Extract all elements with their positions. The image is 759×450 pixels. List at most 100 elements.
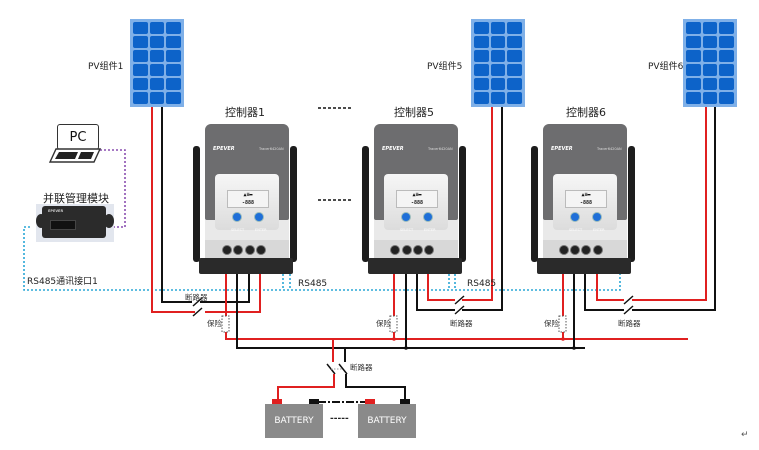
select-label: SELECT — [231, 228, 245, 232]
pv1-positive-wire — [151, 107, 195, 313]
battery-negative-wire — [345, 374, 406, 400]
pc-label: PC — [69, 129, 87, 145]
mount-rail — [531, 146, 538, 262]
mount-ear — [36, 214, 46, 228]
model-name: Tracer6420AN — [597, 147, 622, 151]
pv5-positive-wire — [462, 107, 493, 301]
lcd-line-2: -888 — [241, 200, 255, 206]
junction-dot — [404, 346, 408, 350]
lcd-display: ▲≡▬ -888 — [396, 190, 438, 208]
battery-2-positive-terminal — [365, 399, 375, 405]
terminal — [559, 245, 569, 255]
c6-breaker-1 — [623, 295, 634, 305]
module-display — [50, 220, 76, 230]
pv-module-6-label: PV组件6 — [648, 62, 684, 72]
model-name: Tracer6420AN — [259, 147, 284, 151]
mount-rail — [459, 146, 466, 262]
rs485-interface-label: RS485通讯接口1 — [27, 277, 98, 287]
terminal — [424, 245, 434, 255]
enter-label: ENTER — [593, 228, 605, 232]
select-label: SELECT — [400, 228, 414, 232]
battery-2: BATTERY — [358, 404, 416, 438]
lcd-line-1: ▲≡▬ — [412, 192, 422, 198]
controller-5-label: 控制器5 — [394, 106, 434, 119]
c1-breaker-1 — [192, 297, 203, 307]
module-brand: EPEVER — [48, 209, 64, 213]
breaker-label-c6: 断路器 — [618, 319, 641, 328]
battery-1-label: BATTERY — [274, 416, 314, 426]
lcd-display: ▲≡▬-888 — [565, 190, 607, 208]
fuse-c1 — [221, 315, 230, 333]
breaker-label-c1: 断路器 — [185, 293, 208, 302]
controller-6: EPEVER Tracer6420AN ▲≡▬-888 SELECT ENTER — [531, 124, 635, 284]
lcd-line-1: ▲≡▬ — [243, 192, 253, 198]
rs485-label-2: RS485 — [467, 279, 497, 289]
c5-breaker-2 — [454, 305, 465, 315]
select-button[interactable] — [232, 212, 242, 222]
fuse-label-c1: 保险 — [207, 319, 222, 328]
fuse-label-c5: 保险 — [376, 319, 391, 328]
terminal — [570, 245, 580, 255]
battery-ellipsis: ----- — [330, 414, 349, 424]
terminal — [222, 245, 232, 255]
management-module: EPEVER — [36, 204, 114, 242]
pv5-negative-wire — [462, 107, 503, 311]
controller-5: EPEVER Tracer6420AN ▲≡▬-888 SELECT ENTER — [362, 124, 466, 284]
laptop-keyboard-icon — [48, 148, 102, 163]
junction-dot — [572, 346, 576, 350]
terminal — [233, 245, 243, 255]
pv1-negative-wire — [161, 107, 192, 303]
c1-batt-negative — [236, 258, 585, 349]
terminal — [581, 245, 591, 255]
lcd-line-1: ▲≡▬ — [581, 192, 591, 198]
pv-module-6 — [683, 19, 737, 107]
pc-screen: PC — [57, 124, 99, 150]
mount-rail — [628, 146, 635, 262]
controller-1: EPEVER Tracer6420AN ▲≡▬-888 SELECT ENTER — [193, 124, 297, 284]
enter-button[interactable] — [254, 212, 264, 222]
c1-batt-positive — [225, 258, 688, 340]
fuse-c6 — [558, 315, 567, 333]
c1-breaker-2 — [192, 307, 203, 317]
rs485-label-1: RS485 — [298, 279, 328, 289]
breaker-label-main: 断路器 — [350, 363, 373, 372]
lcd-display: ▲≡▬ -888 — [227, 190, 269, 208]
terminal — [593, 245, 603, 255]
fuse-c5 — [389, 315, 398, 333]
battery-1-negative-terminal — [309, 399, 319, 405]
controller-heatsink — [537, 258, 631, 274]
controller-heatsink — [368, 258, 462, 274]
controller-heatsink — [199, 258, 293, 274]
select-button[interactable] — [401, 212, 411, 222]
battery-1: BATTERY — [265, 404, 323, 438]
controller-6-label: 控制器6 — [566, 106, 606, 119]
battery-2-negative-terminal — [400, 399, 410, 405]
terminal — [402, 245, 412, 255]
pv6-negative-wire — [632, 107, 716, 311]
pv-module-1-label: PV组件1 — [88, 62, 124, 72]
enter-label: ENTER — [424, 228, 436, 232]
c5-pv-negative — [416, 258, 455, 311]
battery-positive-wire — [277, 374, 335, 400]
c6-pv-negative — [584, 258, 624, 311]
model-name: Tracer6420AN — [428, 147, 453, 151]
fuse-label-c6: 保险 — [544, 319, 559, 328]
enter-label: ENTER — [255, 228, 267, 232]
return-mark: ↵ — [741, 430, 749, 440]
enter-button[interactable] — [592, 212, 602, 222]
main-breaker-2 — [338, 363, 348, 375]
breaker-label-c5: 断路器 — [450, 319, 473, 328]
enter-button[interactable] — [423, 212, 433, 222]
terminal — [245, 245, 255, 255]
c1-pv-positive — [205, 258, 261, 313]
c5-breaker-1 — [454, 295, 465, 305]
lcd-line-2: -888 — [410, 200, 424, 206]
junction-dot — [392, 337, 396, 341]
controller-1-label: 控制器1 — [225, 106, 265, 119]
select-label: SELECT — [569, 228, 583, 232]
junction-dot — [561, 337, 565, 341]
battery-1-positive-terminal — [272, 399, 282, 405]
select-button[interactable] — [570, 212, 580, 222]
brand-logo: EPEVER — [551, 146, 573, 152]
